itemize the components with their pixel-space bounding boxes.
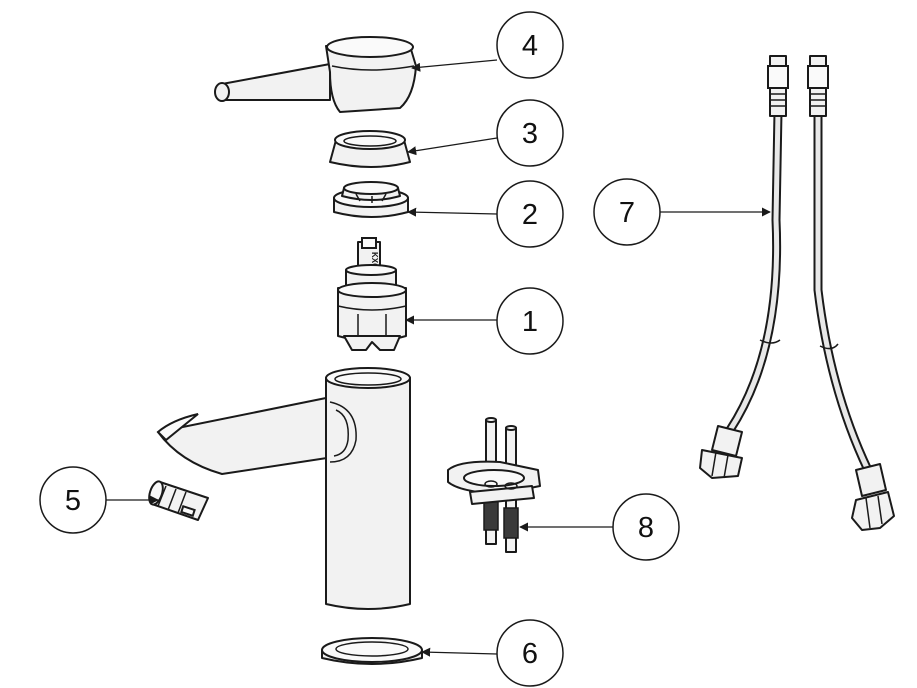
callout-5-number: 5 (65, 485, 81, 517)
part-ceramic-cartridge: KXOX (337, 237, 407, 351)
leader-6 (421, 647, 498, 657)
leader-lines (106, 59, 771, 657)
leader-4 (411, 59, 498, 72)
part-base-gasket (321, 637, 423, 665)
callout-4: 4 (496, 11, 564, 79)
leader-2 (407, 207, 498, 217)
callout-8-number: 8 (638, 512, 654, 544)
callout-5: 5 (39, 466, 107, 534)
callout-3-number: 3 (522, 118, 538, 150)
cartridge-label: KXOX (370, 252, 379, 275)
part-faucet-body (156, 367, 411, 610)
callout-1: 1 (496, 287, 564, 355)
part-lever-handle (214, 36, 417, 113)
callout-4-number: 4 (522, 30, 538, 62)
callout-8: 8 (612, 493, 680, 561)
callout-7-number: 7 (619, 197, 635, 229)
part-retaining-nut (333, 181, 409, 218)
callout-1-number: 1 (522, 306, 538, 338)
part-cover-cap (329, 130, 411, 168)
callout-7: 7 (593, 178, 661, 246)
leader-3 (407, 137, 498, 156)
callout-3: 3 (496, 99, 564, 167)
callout-2-number: 2 (522, 199, 538, 231)
part-mounting-kit (447, 417, 541, 553)
callout-6-number: 6 (522, 638, 538, 670)
callout-2: 2 (496, 180, 564, 248)
part-flexible-hoses (699, 55, 895, 531)
callout-6: 6 (496, 619, 564, 687)
